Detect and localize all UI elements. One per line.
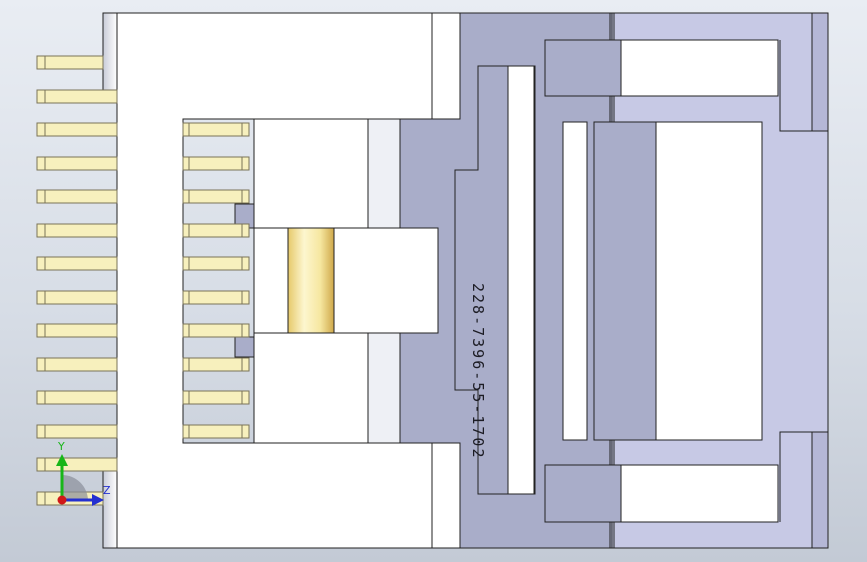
axis-triad xyxy=(56,454,104,506)
outer-pins xyxy=(36,55,118,506)
housing-windows xyxy=(507,39,779,523)
main-body xyxy=(102,12,461,549)
inner-pin-tips xyxy=(188,123,243,438)
z-axis-label: Z xyxy=(103,484,111,497)
y-axis-label: Y xyxy=(58,440,65,453)
center-cavity xyxy=(234,118,439,444)
part-number-label: 228-7396-55-1702 xyxy=(469,283,487,460)
inner-pins xyxy=(182,122,250,439)
